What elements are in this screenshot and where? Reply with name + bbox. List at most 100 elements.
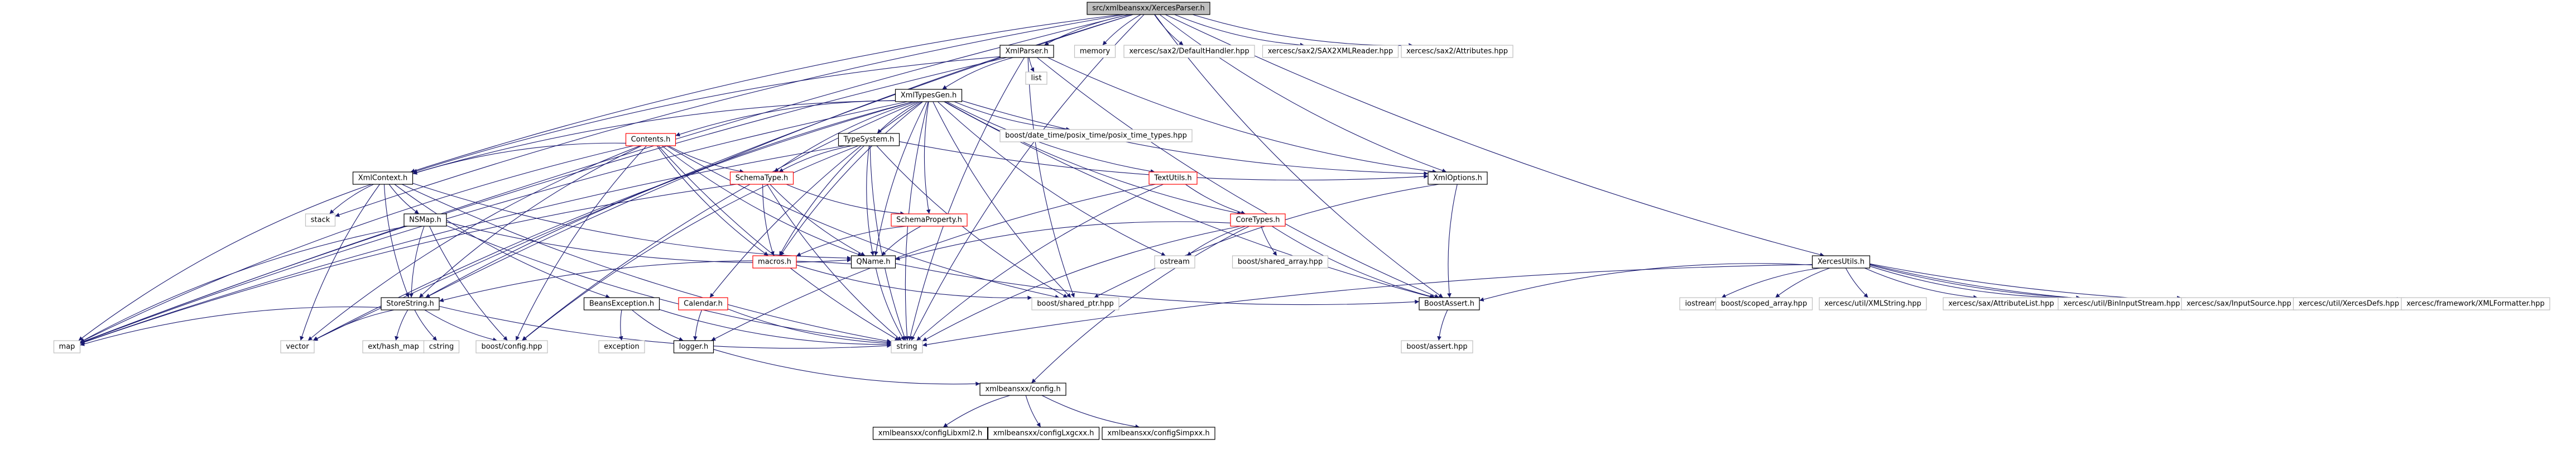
edge-xmltypesgen-to-posixtime — [954, 101, 1071, 132]
edge-coretypes-to-config — [1031, 226, 1249, 384]
node-box — [872, 427, 988, 440]
edge-xmltypesgen-to-schemaproperty — [924, 101, 931, 214]
node-label: src/xmlbeansxx/XercesParser.h — [1092, 4, 1204, 13]
node-label: XmlOptions.h — [1433, 174, 1482, 183]
node-xmlcontext[interactable]: XmlContext.h — [352, 171, 414, 185]
node-label: logger.h — [679, 343, 709, 351]
node-box — [1031, 297, 1119, 310]
node-vector: vector — [280, 340, 315, 353]
edge-schematype-to-schemaproperty — [786, 184, 905, 216]
node-box — [403, 213, 447, 227]
edge-contents-to-macros — [656, 145, 769, 256]
edge-coretypes-to-qname — [895, 221, 1231, 261]
edge-xmlparser-to-boostassert — [1037, 57, 1439, 298]
node-label: TextUtils.h — [1154, 174, 1191, 183]
edge-xmlcontext-to-qname — [412, 183, 852, 260]
node-attributelist: xercesc/sax/AttributeList.hpp — [1943, 297, 2060, 310]
node-box — [1715, 297, 1813, 310]
node-configxercesc[interactable]: xmlbeansxx/configLxgcxx.h — [987, 427, 1100, 440]
node-label: xercesc/sax/InputSource.hpp — [2186, 300, 2291, 308]
node-box — [838, 133, 900, 146]
node-box — [1232, 255, 1329, 269]
node-label: cstring — [429, 343, 454, 351]
node-xercesutils[interactable]: XercesUtils.h — [1811, 255, 1871, 269]
node-box — [999, 129, 1193, 142]
node-label: map — [59, 343, 75, 351]
node-xmlparser[interactable]: XmlParser.h — [999, 45, 1054, 58]
node-qname[interactable]: QName.h — [850, 255, 896, 269]
edge-schemaproperty-to-qname — [881, 226, 921, 256]
node-box — [1401, 340, 1473, 353]
node-box — [1230, 213, 1286, 227]
edge-xmlcontext-to-storestring — [383, 184, 410, 298]
node-configlibxml2[interactable]: xmlbeansxx/configLibxml2.h — [872, 427, 988, 440]
node-configsimpxx[interactable]: xmlbeansxx/configSimpxx.h — [1102, 427, 1215, 440]
node-calendar[interactable]: Calendar.h — [678, 297, 728, 310]
node-ostream: ostream — [1154, 255, 1195, 269]
edge-schematype-to-string — [767, 184, 902, 341]
node-label: BeansException.h — [589, 300, 654, 308]
node-string: string — [891, 340, 923, 353]
node-box — [850, 255, 896, 269]
edge-storestring-to-exthashmap — [395, 309, 408, 341]
edge-coretypes-to-sharedarray — [1261, 226, 1277, 256]
node-label: xmlbeansxx/configLxgcxx.h — [993, 429, 1094, 438]
node-config[interactable]: xmlbeansxx/config.h — [979, 383, 1066, 396]
node-label: boost/config.hpp — [481, 343, 542, 351]
node-coretypes[interactable]: CoreTypes.h — [1230, 213, 1286, 227]
node-contents[interactable]: Contents.h — [625, 133, 676, 146]
node-label: macros.h — [758, 258, 791, 266]
node-sharedptr: boost/shared_ptr.hpp — [1031, 297, 1119, 310]
edge-textutils-to-coretypes — [1185, 184, 1246, 215]
edge-root-to-defaulthandler — [1154, 14, 1184, 46]
edge-xmltypesgen-to-xmloptions — [962, 100, 1429, 176]
node-label: Calendar.h — [684, 300, 723, 308]
node-logger[interactable]: logger.h — [673, 340, 714, 353]
edge-textutils-to-string — [916, 184, 1164, 341]
node-box — [381, 297, 440, 310]
node-box — [979, 383, 1066, 396]
edge-xmlcontext-to-beansexception — [394, 184, 611, 299]
node-label: list — [1031, 74, 1041, 83]
node-box — [423, 340, 460, 353]
edge-root-to-xmloptions — [1159, 14, 1447, 173]
node-label: boost/assert.hpp — [1406, 343, 1467, 351]
node-box — [53, 340, 81, 353]
node-schemaproperty[interactable]: SchemaProperty.h — [891, 213, 968, 227]
node-boostassert[interactable]: BoostAssert.h — [1419, 297, 1480, 310]
node-box — [352, 171, 414, 185]
node-macros[interactable]: macros.h — [752, 255, 797, 269]
node-box — [598, 340, 645, 353]
node-storestring[interactable]: StoreString.h — [381, 297, 440, 310]
node-root[interactable]: src/xmlbeansxx/XercesParser.h — [1087, 2, 1210, 15]
edge-xmlparser-to-sharedptr — [1027, 57, 1075, 298]
node-box — [1074, 45, 1116, 58]
node-typesystem[interactable]: TypeSystem.h — [838, 133, 900, 146]
node-beansexception[interactable]: BeansException.h — [583, 297, 660, 310]
node-xmloptions[interactable]: XmlOptions.h — [1428, 171, 1488, 185]
node-nsmap[interactable]: NSMap.h — [403, 213, 447, 227]
edge-config-to-configlibxml2 — [943, 395, 1011, 428]
node-boostasserthpp: boost/assert.hpp — [1401, 340, 1473, 353]
edge-xercesutils-to-boostassert — [1479, 263, 1813, 302]
node-label: xercesc/util/XMLString.hpp — [1824, 300, 1921, 308]
node-label: iostream — [1685, 300, 1717, 308]
node-schematype[interactable]: SchemaType.h — [729, 171, 794, 185]
edge-xmltypesgen-to-textutils — [946, 101, 1155, 174]
node-label: XercesUtils.h — [1818, 258, 1864, 266]
node-box — [1419, 297, 1480, 310]
node-label: boost/date_time/posix_time/posix_time_ty… — [1005, 132, 1187, 140]
node-box — [1811, 255, 1871, 269]
edge-coretypes-to-string — [922, 226, 1241, 342]
edge-xmltypesgen-to-macros — [780, 101, 924, 256]
node-box — [1148, 171, 1198, 185]
edge-root-to-memory — [1102, 14, 1141, 46]
edge-contents-to-xmlcontext — [412, 142, 626, 175]
edge-nsmap-to-string — [446, 225, 892, 345]
node-label: memory — [1080, 47, 1111, 56]
node-textutils[interactable]: TextUtils.h — [1148, 171, 1198, 185]
node-xmltypesgen[interactable]: XmlTypesGen.h — [895, 89, 963, 102]
edge-storestring-to-boostconfig — [424, 309, 498, 342]
node-box — [891, 340, 923, 353]
edge-qname-to-string — [875, 267, 905, 341]
